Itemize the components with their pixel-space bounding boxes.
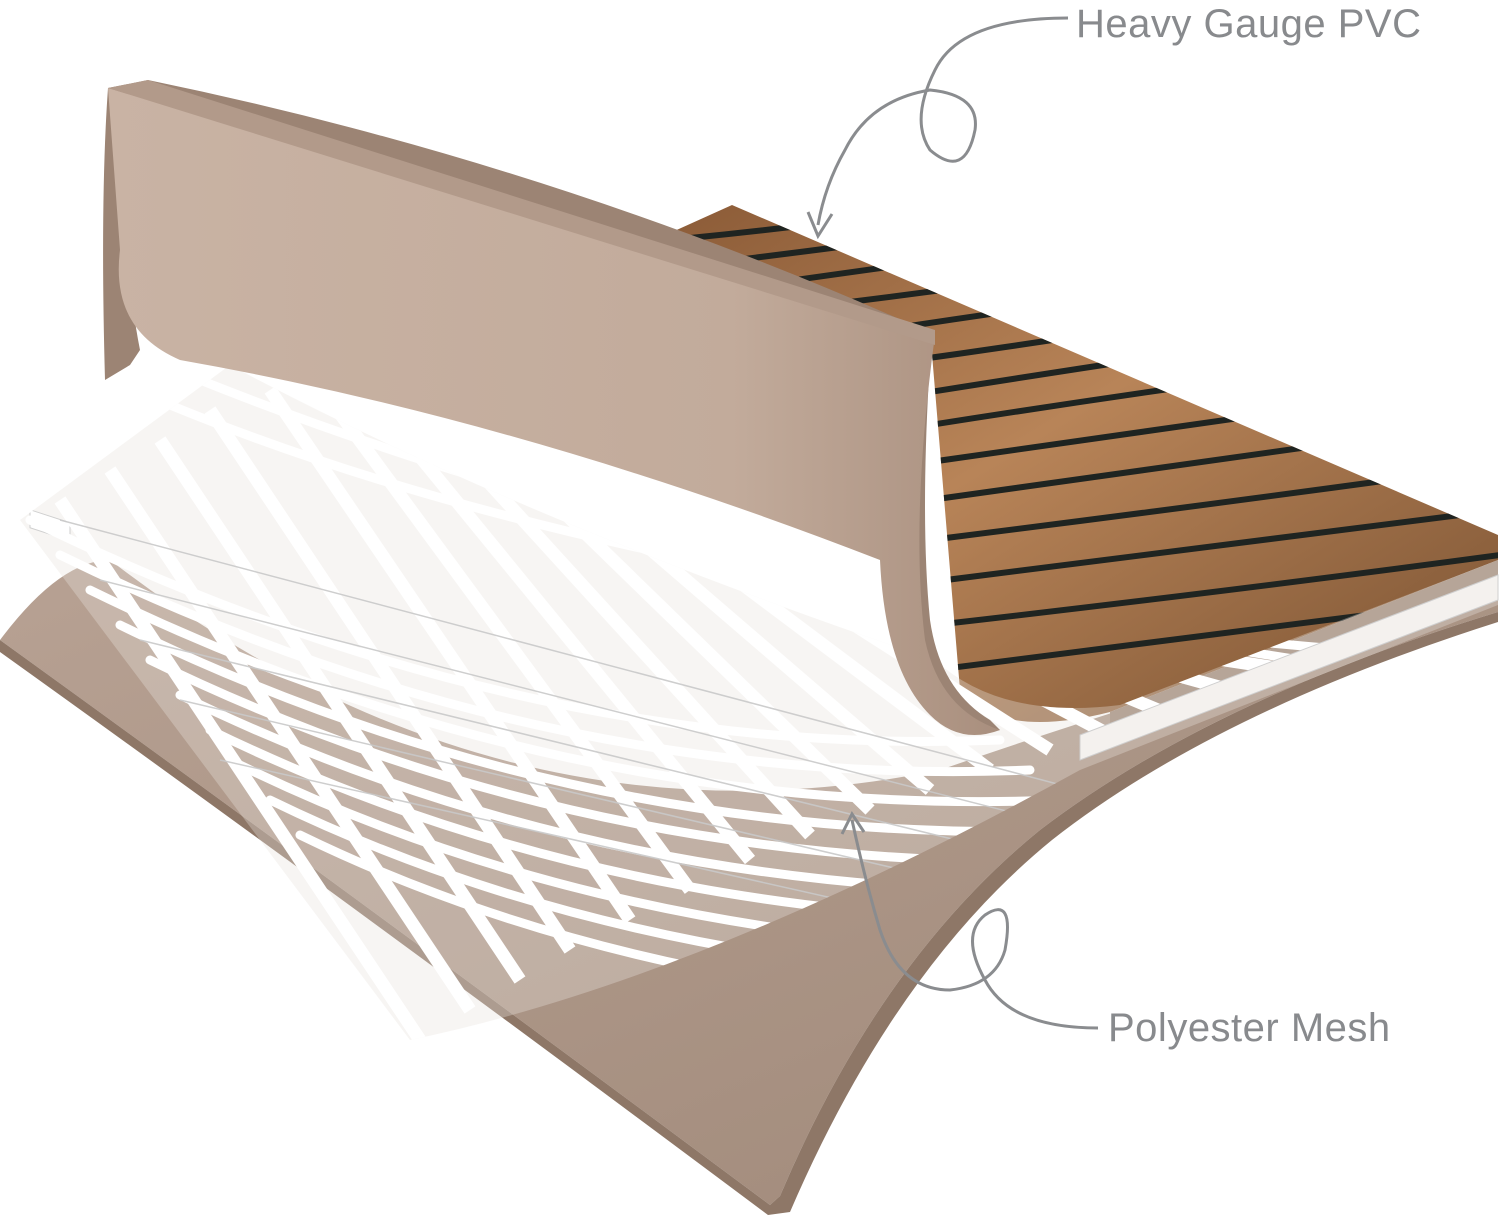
- arrowhead-icon: [840, 811, 866, 835]
- mesh-callout: [840, 811, 1099, 1030]
- heavy-gauge-pvc-sheet: [103, 80, 1001, 735]
- pvc-label: Heavy Gauge PVC: [1076, 2, 1422, 46]
- curly-arrow-icon: [816, 16, 1069, 226]
- pvc-callout: [806, 16, 1069, 240]
- mesh-label: Polyester Mesh: [1108, 1006, 1391, 1050]
- arrowhead-icon: [806, 211, 834, 240]
- curly-arrow-icon: [850, 819, 1099, 1030]
